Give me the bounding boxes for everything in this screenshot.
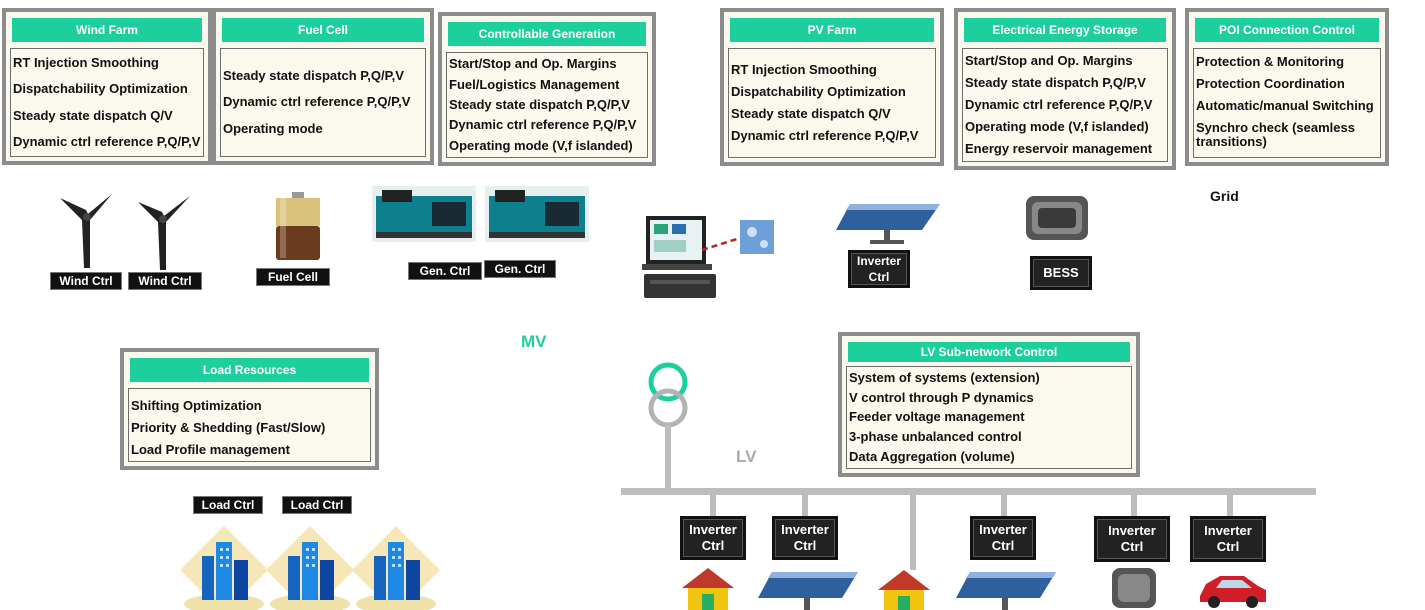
fuel-cell-icon	[276, 192, 320, 260]
panel-item: RT Injection Smoothing	[13, 55, 159, 71]
fuel-cell-label: Fuel Cell	[256, 268, 330, 286]
panel-title: LV Sub-network Control	[848, 342, 1130, 362]
inverter-ctrl-label: Inverter Ctrl	[848, 250, 910, 288]
panel-title: Electrical Energy Storage	[964, 18, 1166, 42]
panel-item: Operating mode (V,f islanded)	[965, 119, 1149, 134]
panel-item: Steady state dispatch Q/V	[731, 106, 891, 121]
panel-item: Data Aggregation (volume)	[849, 449, 1015, 465]
poi-connection-control-panel: POI Connection Control Protection & Moni…	[1185, 8, 1389, 166]
city-buildings-icon	[180, 526, 440, 610]
panel-list: RT Injection Smoothing Dispatchability O…	[10, 48, 204, 157]
load-resources-panel: Load Resources Shifting Optimization Pri…	[120, 348, 379, 470]
wind-ctrl-label: Wind Ctrl	[128, 272, 202, 290]
inverter-ctrl-label: Inverter Ctrl	[680, 516, 746, 560]
house-icon	[878, 570, 930, 610]
battery-storage-icon	[1026, 196, 1088, 240]
panel-item: Steady state dispatch P,Q/P,V	[965, 75, 1146, 90]
panel-item: Synchro check (seamless transitions)	[1196, 120, 1355, 149]
controllable-generation-panel: Controllable Generation Start/Stop and O…	[438, 12, 656, 166]
panel-item: Start/Stop and Op. Margins	[965, 53, 1133, 68]
wind-turbine-icon	[60, 194, 112, 268]
panel-title: Load Resources	[130, 358, 369, 382]
panel-item: 3-phase unbalanced control	[849, 429, 1022, 445]
generator-icon	[485, 186, 589, 242]
panel-item: System of systems (extension)	[849, 369, 1040, 385]
inverter-ctrl-label: Inverter Ctrl	[1190, 516, 1266, 562]
solar-panel-icon	[836, 204, 940, 244]
panel-title: POI Connection Control	[1195, 18, 1379, 42]
panel-item: Protection & Monitoring	[1196, 54, 1345, 69]
panel-item: Dynamic ctrl reference P,Q/P,V	[449, 117, 637, 133]
grid-label: Grid	[1210, 188, 1239, 204]
panel-item: Dynamic ctrl reference P,Q/P,V	[223, 94, 411, 110]
lv-busbar	[621, 488, 1316, 495]
panel-title: PV Farm	[730, 18, 934, 42]
house-icon	[682, 568, 734, 610]
panel-list: Shifting Optimization Priority & Sheddin…	[128, 388, 371, 462]
lv-subnetwork-control-panel: LV Sub-network Control System of systems…	[838, 332, 1140, 477]
transformer-feeder-line	[665, 425, 671, 491]
panel-title: Wind Farm	[12, 18, 202, 42]
controller-laptop-icon	[642, 216, 716, 298]
panel-item: Steady state dispatch P,Q/P,V	[223, 68, 404, 84]
solar-panel-icon	[956, 572, 1056, 610]
inverter-ctrl-label: Inverter Ctrl	[772, 516, 838, 560]
panel-item: Load Profile management	[131, 442, 290, 457]
panel-item: Operating mode (V,f islanded)	[449, 137, 633, 153]
panel-item: Dynamic ctrl reference P,Q/P,V	[731, 128, 919, 143]
bess-label: BESS	[1030, 256, 1092, 290]
panel-item: Feeder voltage management	[849, 409, 1025, 425]
panel-title: Fuel Cell	[222, 18, 424, 42]
battery-storage-icon	[1112, 568, 1156, 608]
panel-item: Protection Coordination	[1196, 76, 1345, 91]
load-ctrl-label: Load Ctrl	[193, 496, 263, 514]
panel-item: Energy reservoir management	[965, 141, 1153, 156]
panel-item: Steady state dispatch Q/V	[13, 107, 173, 123]
panel-item: Automatic/manual Switching	[1196, 98, 1374, 113]
inverter-ctrl-label: Inverter Ctrl	[970, 516, 1036, 560]
gen-ctrl-label: Gen. Ctrl	[484, 260, 556, 278]
energy-storage-panel: Electrical Energy Storage Start/Stop and…	[954, 8, 1176, 170]
panel-list: Start/Stop and Op. Margins Fuel/Logistic…	[446, 52, 648, 158]
panel-item: Dynamic ctrl reference P,Q/P,V	[13, 133, 201, 149]
generator-icon	[372, 186, 476, 242]
electric-car-icon	[1200, 576, 1266, 608]
wind-turbine-icon	[138, 196, 190, 270]
panel-item: Steady state dispatch P,Q/P,V	[449, 96, 630, 112]
panel-item: V control through P dynamics	[849, 389, 1034, 405]
panel-item: Fuel/Logistics Management	[449, 76, 620, 92]
feeder-line	[1131, 495, 1137, 517]
panel-item: Dynamic ctrl reference P,Q/P,V	[965, 97, 1153, 112]
panel-list: Protection & Monitoring Protection Coord…	[1193, 48, 1381, 158]
mv-label: MV	[521, 332, 547, 351]
network-link-icon	[701, 220, 774, 254]
panel-item: Shifting Optimization	[131, 398, 262, 413]
panel-item: Operating mode	[223, 120, 323, 136]
panel-list: Start/Stop and Op. Margins Steady state …	[962, 48, 1168, 162]
feeder-line	[802, 495, 808, 517]
lv-label: LV	[736, 447, 757, 466]
inverter-ctrl-label: Inverter Ctrl	[1094, 516, 1170, 562]
feeder-line	[1227, 495, 1233, 517]
feeder-line	[910, 495, 916, 570]
load-ctrl-label: Load Ctrl	[282, 496, 352, 514]
panel-item: Priority & Shedding (Fast/Slow)	[131, 420, 326, 435]
feeder-line	[1001, 495, 1007, 517]
panel-title: Controllable Generation	[448, 22, 646, 46]
solar-panel-icon	[758, 572, 858, 610]
feeder-line	[710, 495, 716, 517]
wind-ctrl-label: Wind Ctrl	[50, 272, 122, 290]
panel-item: Dispatchability Optimization	[13, 81, 188, 97]
pv-farm-panel: PV Farm RT Injection Smoothing Dispatcha…	[720, 8, 944, 166]
panel-list: RT Injection Smoothing Dispatchability O…	[728, 48, 936, 158]
gen-ctrl-label: Gen. Ctrl	[408, 262, 482, 280]
panel-item: RT Injection Smoothing	[731, 62, 877, 77]
wind-farm-panel: Wind Farm RT Injection Smoothing Dispatc…	[2, 8, 212, 165]
fuel-cell-panel: Fuel Cell Steady state dispatch P,Q/P,V …	[212, 8, 434, 165]
panel-item: Start/Stop and Op. Margins	[449, 56, 617, 72]
panel-list: System of systems (extension) V control …	[846, 366, 1132, 469]
panel-list: Steady state dispatch P,Q/P,V Dynamic ct…	[220, 48, 426, 157]
panel-item: Dispatchability Optimization	[731, 84, 906, 99]
